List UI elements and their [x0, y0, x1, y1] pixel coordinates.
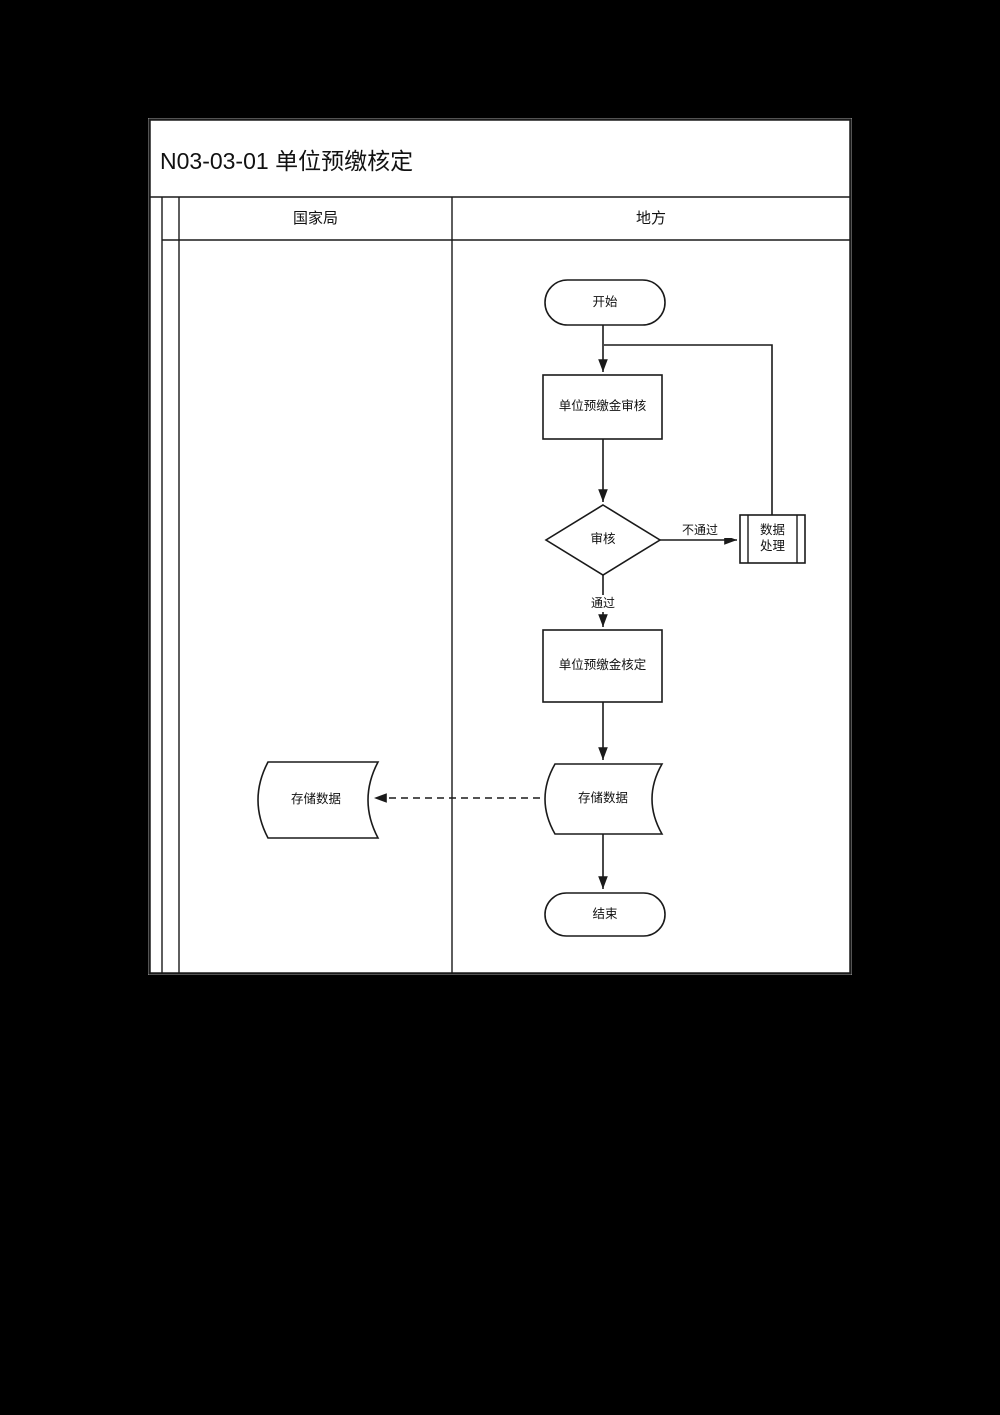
flowchart-svg	[148, 118, 852, 975]
page-border	[148, 118, 852, 975]
end-terminator-shape	[544, 892, 666, 937]
start-terminator-shape	[544, 279, 666, 326]
data-processing-shape	[739, 514, 806, 564]
stored-data-local-shape	[544, 763, 664, 835]
flowchart-page: N03-03-01 单位预缴核定 国家局 地方 开始 单位预缴金审核 审核 数据…	[148, 118, 852, 975]
edge-dataprocessing-loopback	[604, 344, 773, 515]
assessment-process-shape	[542, 629, 663, 703]
audit-process-shape	[542, 374, 663, 440]
decision-diamond-shape	[544, 504, 662, 576]
stored-data-national-shape	[257, 761, 380, 839]
